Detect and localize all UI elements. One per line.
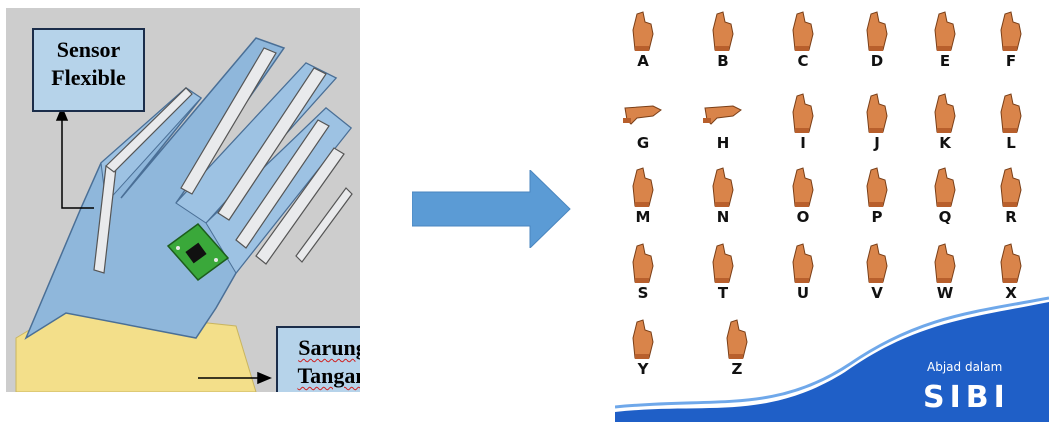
sign-letter-label: B bbox=[695, 52, 751, 70]
sign-w: W bbox=[917, 240, 973, 302]
hand-sign-icon bbox=[991, 8, 1031, 52]
sign-e: E bbox=[917, 8, 973, 70]
glove-label-line2: Tangan bbox=[278, 362, 360, 390]
sensor-label-line2: Flexible bbox=[34, 64, 143, 92]
hand-sign-icon bbox=[857, 240, 897, 284]
sign-o: O bbox=[775, 164, 831, 226]
hand-sign-icon bbox=[991, 240, 1031, 284]
hand-sign-icon bbox=[623, 316, 663, 360]
sign-letter-label: Y bbox=[615, 360, 671, 378]
sign-q: Q bbox=[917, 164, 973, 226]
sign-letter-label: K bbox=[917, 134, 973, 152]
sign-letter-label: T bbox=[695, 284, 751, 302]
hand-sign-icon bbox=[991, 90, 1031, 134]
sign-z: Z bbox=[709, 316, 765, 378]
sensor-label-line1: Sensor bbox=[34, 36, 143, 64]
sign-letter-label: V bbox=[849, 284, 905, 302]
hand-sign-icon bbox=[623, 164, 663, 208]
sign-c: C bbox=[775, 8, 831, 70]
sign-n: N bbox=[695, 164, 751, 226]
hand-sign-icon bbox=[717, 316, 757, 360]
hand-sign-icon bbox=[703, 164, 743, 208]
sign-letter-label: C bbox=[775, 52, 831, 70]
sign-k: K bbox=[917, 90, 973, 152]
hand-sign-icon bbox=[783, 8, 823, 52]
sign-letter-label: S bbox=[615, 284, 671, 302]
sign-x: X bbox=[983, 240, 1039, 302]
sign-letter-label: W bbox=[917, 284, 973, 302]
glove-label-line1: Sarung bbox=[278, 334, 360, 362]
sign-letter-label: O bbox=[775, 208, 831, 226]
hand-sign-icon bbox=[991, 164, 1031, 208]
sign-u: U bbox=[775, 240, 831, 302]
sign-letter-label: L bbox=[983, 134, 1039, 152]
sign-letter-label: X bbox=[983, 284, 1039, 302]
sign-r: R bbox=[983, 164, 1039, 226]
sign-a: A bbox=[615, 8, 671, 70]
sign-letter-label: J bbox=[849, 134, 905, 152]
sensor-flexible-label: Sensor Flexible bbox=[32, 28, 145, 112]
sign-letter-label: P bbox=[849, 208, 905, 226]
hand-sign-icon bbox=[783, 240, 823, 284]
hand-sign-icon bbox=[925, 164, 965, 208]
sign-letter-label: D bbox=[849, 52, 905, 70]
sign-t: T bbox=[695, 240, 751, 302]
sign-letter-label: Z bbox=[709, 360, 765, 378]
sign-b: B bbox=[695, 8, 751, 70]
hand-sign-icon bbox=[925, 240, 965, 284]
hand-sign-icon bbox=[857, 8, 897, 52]
sign-letter-label: R bbox=[983, 208, 1039, 226]
hand-sign-icon bbox=[623, 90, 663, 134]
hand-sign-icon bbox=[703, 240, 743, 284]
glove-diagram: Sensor Flexible Sarung Tangan bbox=[6, 8, 360, 392]
hand-sign-icon bbox=[857, 90, 897, 134]
hand-sign-icon bbox=[623, 240, 663, 284]
sign-letter-label: Q bbox=[917, 208, 973, 226]
sign-h: H bbox=[695, 90, 751, 152]
sign-letter-label: I bbox=[775, 134, 831, 152]
sign-j: J bbox=[849, 90, 905, 152]
hand-sign-icon bbox=[623, 8, 663, 52]
hand-sign-icon bbox=[703, 90, 743, 134]
banner-title: SIBI bbox=[923, 380, 1010, 415]
sign-letter-label: H bbox=[695, 134, 751, 152]
right-arrow-icon bbox=[412, 170, 572, 248]
hand-sign-icon bbox=[783, 90, 823, 134]
hand-sign-icon bbox=[925, 8, 965, 52]
sign-v: V bbox=[849, 240, 905, 302]
sign-i: I bbox=[775, 90, 831, 152]
sign-letter-label: A bbox=[615, 52, 671, 70]
sign-s: S bbox=[615, 240, 671, 302]
sign-l: L bbox=[983, 90, 1039, 152]
sign-m: M bbox=[615, 164, 671, 226]
hand-sign-icon bbox=[925, 90, 965, 134]
hand-sign-icon bbox=[857, 164, 897, 208]
sarung-tangan-label: Sarung Tangan bbox=[276, 326, 360, 392]
sign-f: F bbox=[983, 8, 1039, 70]
sign-g: G bbox=[615, 90, 671, 152]
sign-p: P bbox=[849, 164, 905, 226]
hand-sign-icon bbox=[703, 8, 743, 52]
sign-y: Y bbox=[615, 316, 671, 378]
sign-d: D bbox=[849, 8, 905, 70]
sign-letter-label: G bbox=[615, 134, 671, 152]
hand-sign-icon bbox=[783, 164, 823, 208]
sign-letter-label: F bbox=[983, 52, 1039, 70]
sign-letter-label: E bbox=[917, 52, 973, 70]
sign-letter-label: U bbox=[775, 284, 831, 302]
banner-subtitle: Abjad dalam bbox=[927, 360, 1002, 374]
sign-letter-label: M bbox=[615, 208, 671, 226]
sign-letter-label: N bbox=[695, 208, 751, 226]
